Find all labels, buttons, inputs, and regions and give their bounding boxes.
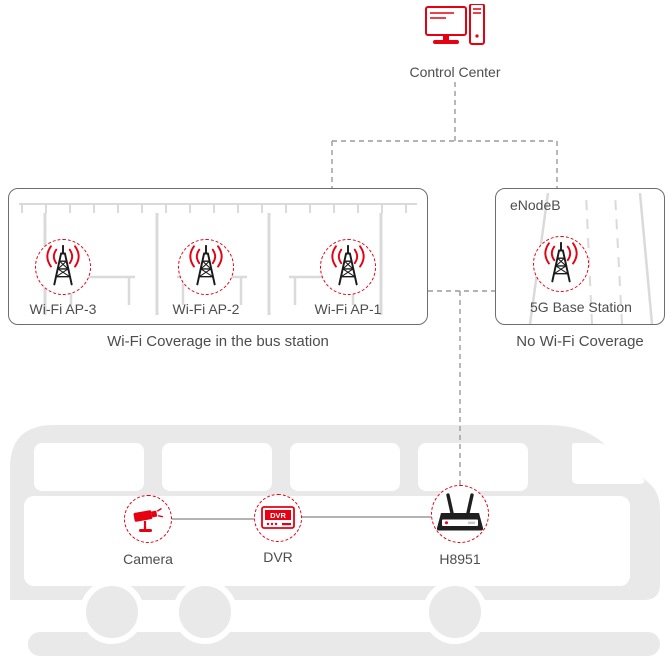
bus-window (162, 443, 272, 491)
bus-wheel (173, 580, 237, 644)
wifi-coverage-caption: Wi-Fi Coverage in the bus station (107, 333, 329, 350)
wifi-ap-2-label: Wi-Fi AP-2 (172, 301, 240, 317)
h8951-node (431, 485, 489, 543)
5g-base-station-label: 5G Base Station (530, 299, 632, 315)
camera-label: Camera (123, 551, 173, 567)
5g-base-station-icon (533, 236, 589, 292)
camera-node (124, 495, 172, 543)
ground-strip (28, 632, 660, 656)
enodeb-box: eNodeB 5G Base Station (495, 188, 665, 325)
enodeb-title: eNodeB (510, 197, 561, 213)
wifi-ap-1-node: Wi-Fi AP-1 (298, 239, 398, 318)
wifi-ap-1-icon (320, 239, 376, 295)
wifi-coverage-box: Wi-Fi AP-3 Wi-Fi AP-2 Wi-Fi AP-1 (8, 188, 428, 325)
bus-wheel (423, 580, 487, 644)
wifi-ap-3-node: Wi-Fi AP-3 (13, 239, 113, 318)
wifi-ap-3-icon (35, 239, 91, 295)
dvr-icon-text: DVR (270, 511, 286, 520)
antenna-tower-icon (46, 244, 80, 286)
control-center-label: Control Center (409, 64, 501, 80)
bus-windshield (572, 443, 645, 484)
antenna-tower-icon (189, 244, 223, 286)
wifi-ap-2-node: Wi-Fi AP-2 (156, 239, 256, 318)
dvr-node: DVR (254, 494, 302, 542)
wifi-ap-3-label: Wi-Fi AP-3 (29, 301, 97, 317)
dvr-icon: DVR (261, 506, 295, 529)
bus-window (290, 443, 400, 491)
camera-icon (133, 508, 164, 532)
h8951-label: H8951 (439, 551, 481, 567)
dvr-label: DVR (263, 549, 293, 565)
wifi-ap-1-label: Wi-Fi AP-1 (314, 301, 382, 317)
router-icon (436, 493, 484, 531)
bus-window (34, 443, 144, 491)
antenna-tower-icon (331, 244, 365, 286)
no-wifi-caption: No Wi-Fi Coverage (516, 333, 644, 350)
bus-wheel (80, 580, 144, 644)
bus-window (418, 443, 528, 491)
antenna-tower-icon (544, 241, 578, 283)
control-center-node: Control Center (395, 4, 515, 81)
computer-icon (425, 4, 485, 45)
wifi-ap-2-icon (178, 239, 234, 295)
